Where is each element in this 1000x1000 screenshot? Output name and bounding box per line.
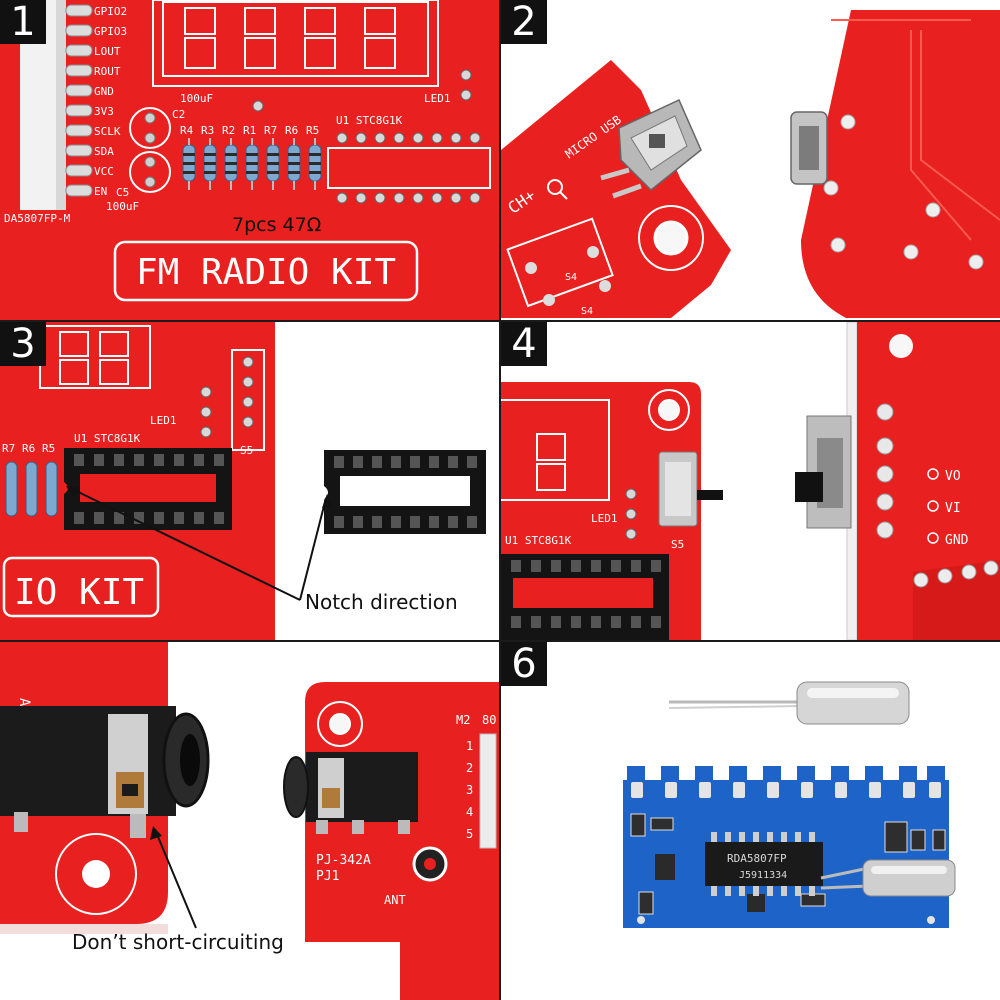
kit-title-box [113,240,419,302]
resistor-row [182,138,322,190]
kit-title-partial: IO KIT [14,572,144,613]
ic-socket-mounted [64,448,232,530]
panel-number: 4 [501,322,547,366]
m2-pin: 5 [466,827,473,841]
jack-closeup: ANT PJ-342A PJ1 AN [0,642,499,1000]
jack-ref: PJ1 [316,869,339,884]
pin-label: SCLK [94,125,121,138]
resistor-label: R7 [2,442,15,455]
pin-label: GPIO2 [94,5,127,18]
power-pin-label: VI [945,501,961,516]
pin-label: LOUT [94,45,121,58]
resistor-label: R5 [42,442,55,455]
panel-1: 1 GPIO2 GPIO3 LOUT ROUT GND 3V3 SCLK SD [0,0,500,321]
micro-usb-connector [600,98,702,199]
rda-chip [705,842,823,886]
led-label: LED1 [424,92,451,105]
ic-socket [501,554,669,640]
panel-number: 2 [501,0,547,44]
slide-switch-mounted [658,451,723,527]
pcb-right [801,10,1000,318]
panel-5: 5 ANT [0,641,500,1000]
led-label: LED1 [591,512,618,525]
power-pin-label: GND [945,533,969,548]
m2-label: M2 [456,713,470,727]
resistor-label: R1 [243,124,256,137]
panel-2: 2 MICRO USB CH+ S4 S4 [500,0,1000,321]
switch-s5-label: S5 [240,444,253,457]
resistor-label: R6 [285,124,298,137]
pin-label: GPIO3 [94,25,127,38]
cap-value: 100uF [180,92,213,105]
switch-s4-label: S4 [581,306,593,317]
crystal-oscillator [668,681,910,725]
switch-s5-label: S5 [671,538,684,551]
short-caption: Don’t short-circuiting [72,930,284,954]
ic-label: U1 STC8G1K [336,114,403,127]
resistor-label: R4 [180,124,194,137]
radio-module: RDA5807FP J5911334 [623,766,956,928]
resistor-label: R7 [264,124,277,137]
chip-code: J5911334 [739,870,787,881]
pin-label: 3V3 [94,105,114,118]
pin-label: SDA [94,145,114,158]
panel-4: 4 LED1 U1 STC8G1K S5 [500,321,1000,641]
resistor-caption: 7pcs 47Ω [232,214,322,236]
ic-label: U1 STC8G1K [505,534,572,547]
m2-pin: 2 [466,761,473,775]
capacitors [129,107,171,193]
fm-module: RDA5807FP J5911334 [501,642,1000,1000]
m2-extra: 80 [482,713,496,727]
switch-s4-circle: S4 [565,272,577,283]
panel-number: 6 [501,642,547,686]
ant-label: ANT [384,893,406,907]
usb-closeup: MICRO USB CH+ S4 S4 [501,0,1000,320]
ic-footprint [252,69,491,204]
resistor-label: R5 [306,124,319,137]
panel-6: 6 [500,641,1000,1000]
cap-c2: C2 [172,108,185,121]
module-label: DA5807FP-M [4,212,71,225]
pin-label: ROUT [94,65,121,78]
m2-pin: 1 [466,739,473,753]
pin-label: GND [94,85,114,98]
pcb-right [857,322,1000,640]
jack-label: PJ-342A [316,853,371,868]
display-outline [152,0,439,87]
slide-switch-side [795,415,852,529]
m2-pin: 4 [466,805,473,819]
panel-3: 3 LED1 S5 U1 STC8G1K R7 R6 R5 [0,321,500,641]
resistor-label: R6 [22,442,35,455]
panel-number: 1 [0,0,46,44]
audio-jack-large [0,706,210,838]
socket-closeup: LED1 S5 U1 STC8G1K R7 R6 R5 IO KIT [0,322,499,640]
cap-value: 100uF [106,200,139,213]
pin-pads [65,4,93,197]
kit-title: FM RADIO KIT [136,252,396,293]
resistor-label: R3 [201,124,214,137]
notch-caption: Notch direction [305,590,458,614]
power-pin-label: VO [945,469,961,484]
pin-label: EN [94,185,107,198]
resistor-label: R2 [222,124,235,137]
led-label: LED1 [150,414,177,427]
pin-label: VCC [94,165,114,178]
notch-arrows [69,487,327,601]
ic-socket-loose [324,450,486,534]
cap-c5: C5 [116,186,129,199]
short-arrow [155,831,197,929]
pcb-closeup-1: GPIO2 GPIO3 LOUT ROUT GND 3V3 SCLK SDA V… [0,0,499,320]
panel-number: 3 [0,322,46,366]
chip-name: RDA5807FP [727,852,787,865]
m2-pin: 3 [466,783,473,797]
switch-closeup: LED1 U1 STC8G1K S5 [501,322,1000,640]
ic-label: U1 STC8G1K [74,432,141,445]
search-icon [547,179,563,195]
audio-jack-small [283,752,418,834]
